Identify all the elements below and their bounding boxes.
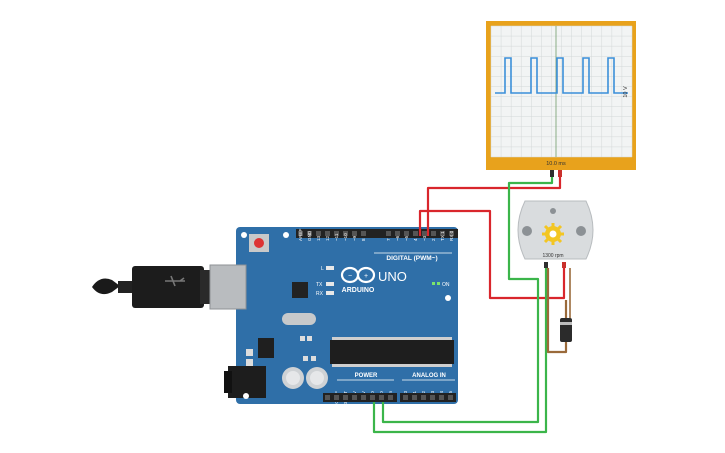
top-pin-label: TX 1: [440, 231, 445, 241]
top-pin-label: ~3: [422, 235, 427, 241]
wire-green-scope: [381, 177, 554, 424]
top-pin-label: 7: [386, 238, 391, 241]
volt-scale-label: 10 V: [623, 86, 629, 98]
arduino-board[interactable]: AREF GND 13 12 ~11 ~10 ~9 8 7 ~6 ~5 4 ~3 2 TX 1 RX 0 DI…: [209, 227, 458, 406]
scope-terminal-positive[interactable]: [558, 170, 562, 177]
analog-header[interactable]: [400, 393, 456, 402]
tx-led-label: TX: [316, 282, 323, 288]
top-pin-label: 12: [325, 235, 330, 241]
usb-symbol-icon: [165, 275, 185, 287]
atmega-chip: [330, 340, 454, 364]
top-pin-label: 8: [361, 238, 366, 241]
power-jack: [228, 366, 266, 398]
on-led-label: ON: [442, 282, 450, 288]
crystal: [282, 313, 316, 325]
rx-led: [326, 291, 334, 295]
svg-text:+: +: [364, 273, 368, 280]
motor-speed-label: 1300 rpm: [542, 253, 563, 259]
tx-led: [326, 282, 334, 286]
rx-led-label: RX: [316, 291, 324, 297]
diode[interactable]: [560, 318, 572, 342]
top-pin-label: 13: [316, 235, 321, 241]
gear-icon: [542, 223, 564, 245]
svg-text:−: −: [348, 273, 352, 280]
top-pin-label: RX 0: [449, 230, 454, 241]
power-header[interactable]: [323, 393, 397, 402]
oscilloscope-grid: [490, 25, 633, 158]
voltage-regulator: [258, 338, 274, 358]
oscilloscope[interactable]: 10.0 ms 10 V: [486, 21, 636, 177]
top-pin-label: ~11: [334, 233, 339, 241]
analog-label: ANALOG IN: [412, 373, 446, 379]
l-led-label: L: [321, 266, 324, 272]
scope-terminal-negative[interactable]: [550, 170, 554, 177]
wire-red-pin3-motor: [418, 209, 566, 300]
top-pin-label: 2: [431, 238, 436, 241]
top-pin-label: ~5: [404, 235, 409, 241]
digital-header-label: DIGITAL (PWM~): [386, 255, 437, 262]
power-label: POWER: [355, 373, 378, 379]
wire-green-gnd: [372, 268, 548, 434]
motor-terminal-2[interactable]: [562, 262, 566, 268]
digital-header[interactable]: [296, 229, 458, 238]
time-scale-label: 10.0 ms: [546, 161, 566, 167]
top-pin-labels: AREF GND 13 12 ~11 ~10 ~9 8 7 ~6 ~5 4 ~3 2 TX 1 RX 0: [298, 229, 454, 241]
top-pin-label: ~6: [395, 235, 400, 241]
oscilloscope-trace: [495, 57, 628, 94]
arduino-model: UNO: [378, 269, 407, 284]
top-pin-label: AREF: [298, 229, 303, 241]
top-pin-label: 4: [413, 238, 418, 241]
arduino-infinity-logo: − +: [340, 266, 376, 284]
wire-brown-diode-1: [546, 268, 568, 354]
usb-port: [209, 264, 247, 310]
top-pin-label: ~9: [352, 235, 357, 241]
top-pin-label: GND: [307, 230, 312, 241]
wires[interactable]: [372, 177, 571, 434]
dc-motor[interactable]: 1300 rpm: [517, 200, 594, 268]
usb-cable[interactable]: [92, 266, 212, 308]
l-led: [326, 266, 334, 270]
top-pin-label: ~10: [343, 233, 348, 241]
arduino-logo-text: ARDUINO: [342, 287, 375, 294]
usb-chip: [292, 282, 308, 298]
motor-terminal-1[interactable]: [544, 262, 548, 268]
